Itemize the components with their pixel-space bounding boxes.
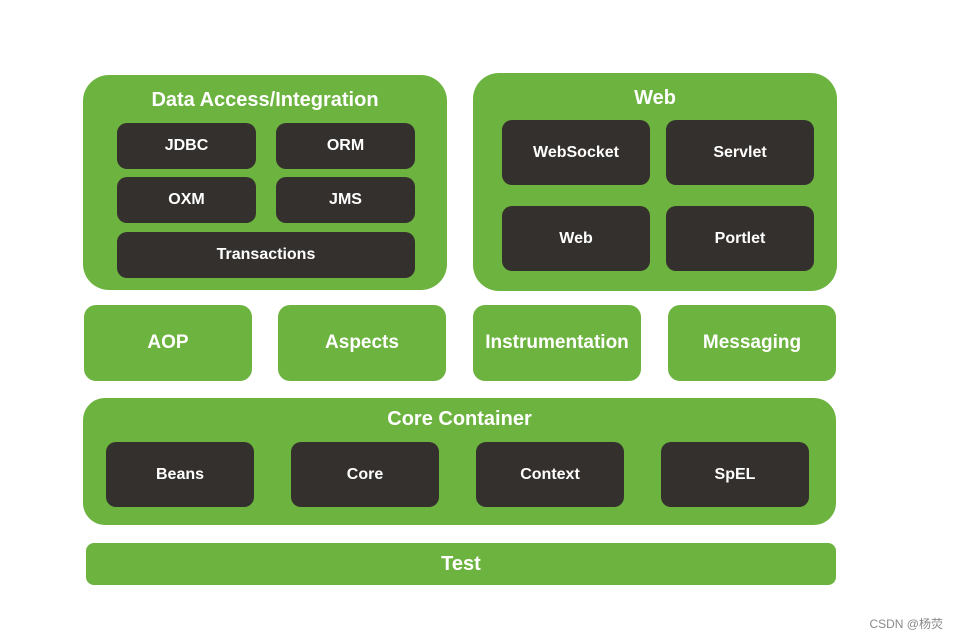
module-messaging: Messaging (668, 305, 836, 381)
module-transactions: Transactions (117, 232, 415, 278)
watermark: CSDN @杨荧 (869, 617, 943, 631)
module-context: Context (476, 442, 624, 507)
module-test: Test (86, 543, 836, 585)
core-container-group: Core Container Beans Core Context SpEL (83, 398, 836, 525)
module-orm: ORM (276, 123, 415, 169)
data-access-integration-title: Data Access/Integration (151, 89, 379, 111)
web-title: Web (634, 87, 676, 109)
core-container-title: Core Container (387, 408, 532, 430)
module-web: Web (502, 206, 650, 271)
module-aspects: Aspects (278, 305, 446, 381)
module-websocket: WebSocket (502, 120, 650, 185)
data-access-integration-group: Data Access/Integration JDBC ORM OXM JMS… (83, 75, 447, 290)
module-spel: SpEL (661, 442, 809, 507)
module-oxm: OXM (117, 177, 256, 223)
module-beans: Beans (106, 442, 254, 507)
module-jdbc: JDBC (117, 123, 256, 169)
module-portlet: Portlet (666, 206, 814, 271)
module-jms: JMS (276, 177, 415, 223)
module-instrumentation: Instrumentation (473, 305, 641, 381)
module-core: Core (291, 442, 439, 507)
module-aop: AOP (84, 305, 252, 381)
web-group: Web WebSocket Servlet Web Portlet (473, 73, 837, 291)
module-servlet: Servlet (666, 120, 814, 185)
